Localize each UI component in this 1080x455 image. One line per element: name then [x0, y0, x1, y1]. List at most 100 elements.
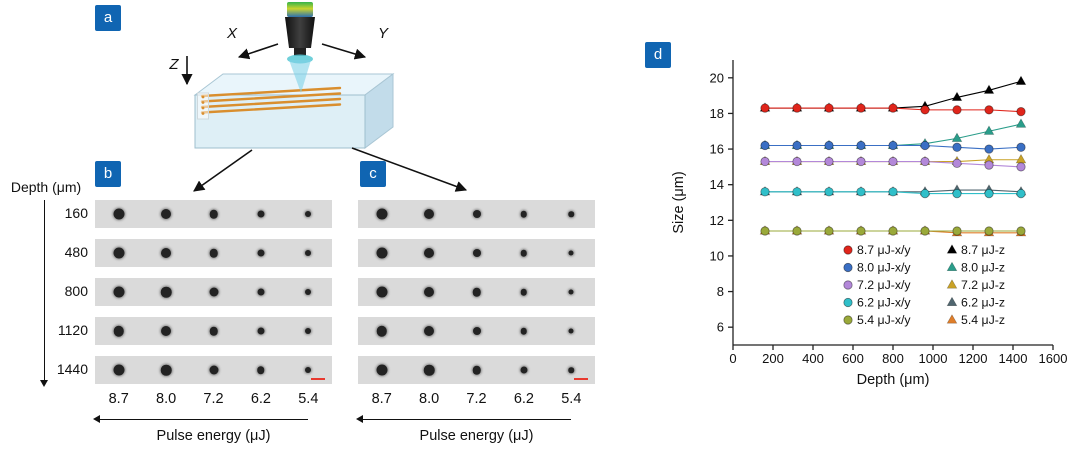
data-point-triangle: [983, 125, 995, 135]
panel-c-energy-arrow: [356, 415, 571, 424]
laser-spot: [424, 287, 435, 297]
x-axis-arrow: [237, 43, 279, 60]
data-point-triangle: [951, 132, 963, 142]
laser-spot: [305, 250, 312, 256]
data-point-circle: [1016, 107, 1026, 117]
data-point-circle: [920, 140, 930, 151]
laser-spot: [113, 286, 125, 298]
data-point-circle: [824, 187, 834, 197]
data-point-circle: [760, 103, 770, 113]
data-point-circle: [1016, 188, 1026, 199]
legend-label: 8.0 μJ-z: [961, 261, 1005, 275]
y-tick-label: 8: [717, 284, 724, 299]
y-tick-label: 6: [717, 320, 724, 335]
data-point-circle: [920, 226, 930, 236]
data-point-circle: [843, 315, 853, 325]
axis-y-label: Y: [378, 25, 389, 42]
data-point-circle: [920, 156, 930, 167]
data-point-circle: [1016, 226, 1026, 236]
data-point-circle: [984, 160, 994, 170]
series-3: [760, 187, 1026, 199]
micrograph-strip: [358, 317, 595, 345]
panel-pointer-arrows: [193, 147, 468, 192]
laser-spot: [257, 249, 265, 257]
data-point-circle: [760, 226, 770, 236]
data-point-circle: [952, 226, 962, 236]
panel-b-energy-arrow: [93, 415, 308, 424]
panel-label-b: b: [95, 161, 121, 187]
laser-spot: [520, 288, 528, 296]
data-point-circle: [984, 105, 994, 115]
data-point-circle: [856, 156, 866, 167]
data-point-circle: [843, 245, 853, 255]
laser-writing-schematic: X Y Z: [168, 2, 468, 192]
x-tick-label: 1000: [919, 351, 948, 366]
laser-spot: [424, 248, 435, 258]
laser-spot: [209, 287, 218, 297]
depth-value: 480: [64, 244, 88, 260]
data-point-circle: [920, 105, 930, 115]
legend-label: 5.4 μJ-x/y: [857, 313, 911, 327]
data-point-circle: [792, 140, 802, 151]
data-point-triangle: [983, 84, 995, 94]
micrograph-strip: [95, 278, 332, 306]
depth-axis-title: Depth (μm): [10, 179, 82, 195]
data-point-circle: [888, 140, 898, 151]
data-point-circle: [952, 188, 962, 199]
data-point-triangle: [1015, 153, 1027, 164]
scale-bar: [311, 377, 325, 380]
laser-spot: [113, 247, 125, 259]
laser-spot: [305, 328, 312, 334]
laser-spot: [113, 208, 125, 220]
microscope-objective: [285, 2, 315, 93]
data-point-circle: [792, 187, 802, 197]
laser-spot: [305, 211, 312, 217]
y-tick-label: 20: [710, 70, 724, 85]
data-point-circle: [856, 103, 866, 113]
y-axis-arrow: [321, 43, 367, 60]
laser-spot: [257, 327, 265, 335]
laser-spot: [305, 367, 312, 373]
y-tick-label: 12: [710, 213, 724, 228]
data-point-circle: [824, 103, 834, 113]
data-point-circle: [843, 262, 853, 273]
data-point-circle: [920, 188, 930, 199]
laser-spot: [376, 364, 388, 376]
depth-value: 800: [64, 283, 88, 299]
laser-spot: [520, 210, 528, 218]
data-point-circle: [984, 188, 994, 199]
data-point-circle: [984, 226, 994, 236]
data-point-circle: [888, 156, 898, 167]
laser-spot: [423, 364, 435, 376]
laser-spot: [376, 325, 387, 337]
waveguide-lines: [200, 86, 342, 114]
laser-spot: [472, 210, 481, 218]
laser-spot: [209, 365, 218, 375]
laser-spot: [568, 367, 575, 373]
series-0: [760, 103, 1026, 117]
depth-value: 1120: [57, 322, 88, 338]
waveguide-facet: [197, 92, 209, 120]
depth-value: 160: [64, 205, 88, 221]
x-tick-label: 600: [842, 351, 864, 366]
pulse-energy-tick: 7.2: [466, 391, 487, 407]
data-point-circle: [843, 280, 853, 290]
legend-label: 6.2 μJ-z: [961, 296, 1005, 310]
laser-spot: [209, 209, 218, 219]
laser-spot: [472, 287, 481, 297]
laser-spot: [568, 328, 574, 334]
data-point-circle: [792, 226, 802, 236]
micrograph-strip: [95, 239, 332, 267]
axis-x-label: X: [226, 25, 238, 42]
data-point-circle: [856, 140, 866, 151]
legend-label: 7.2 μJ-x/y: [857, 278, 911, 292]
laser-spot: [161, 209, 172, 219]
laser-spot: [472, 365, 481, 375]
data-point-circle: [856, 187, 866, 197]
laser-spot: [376, 247, 388, 259]
laser-spot: [161, 248, 172, 258]
